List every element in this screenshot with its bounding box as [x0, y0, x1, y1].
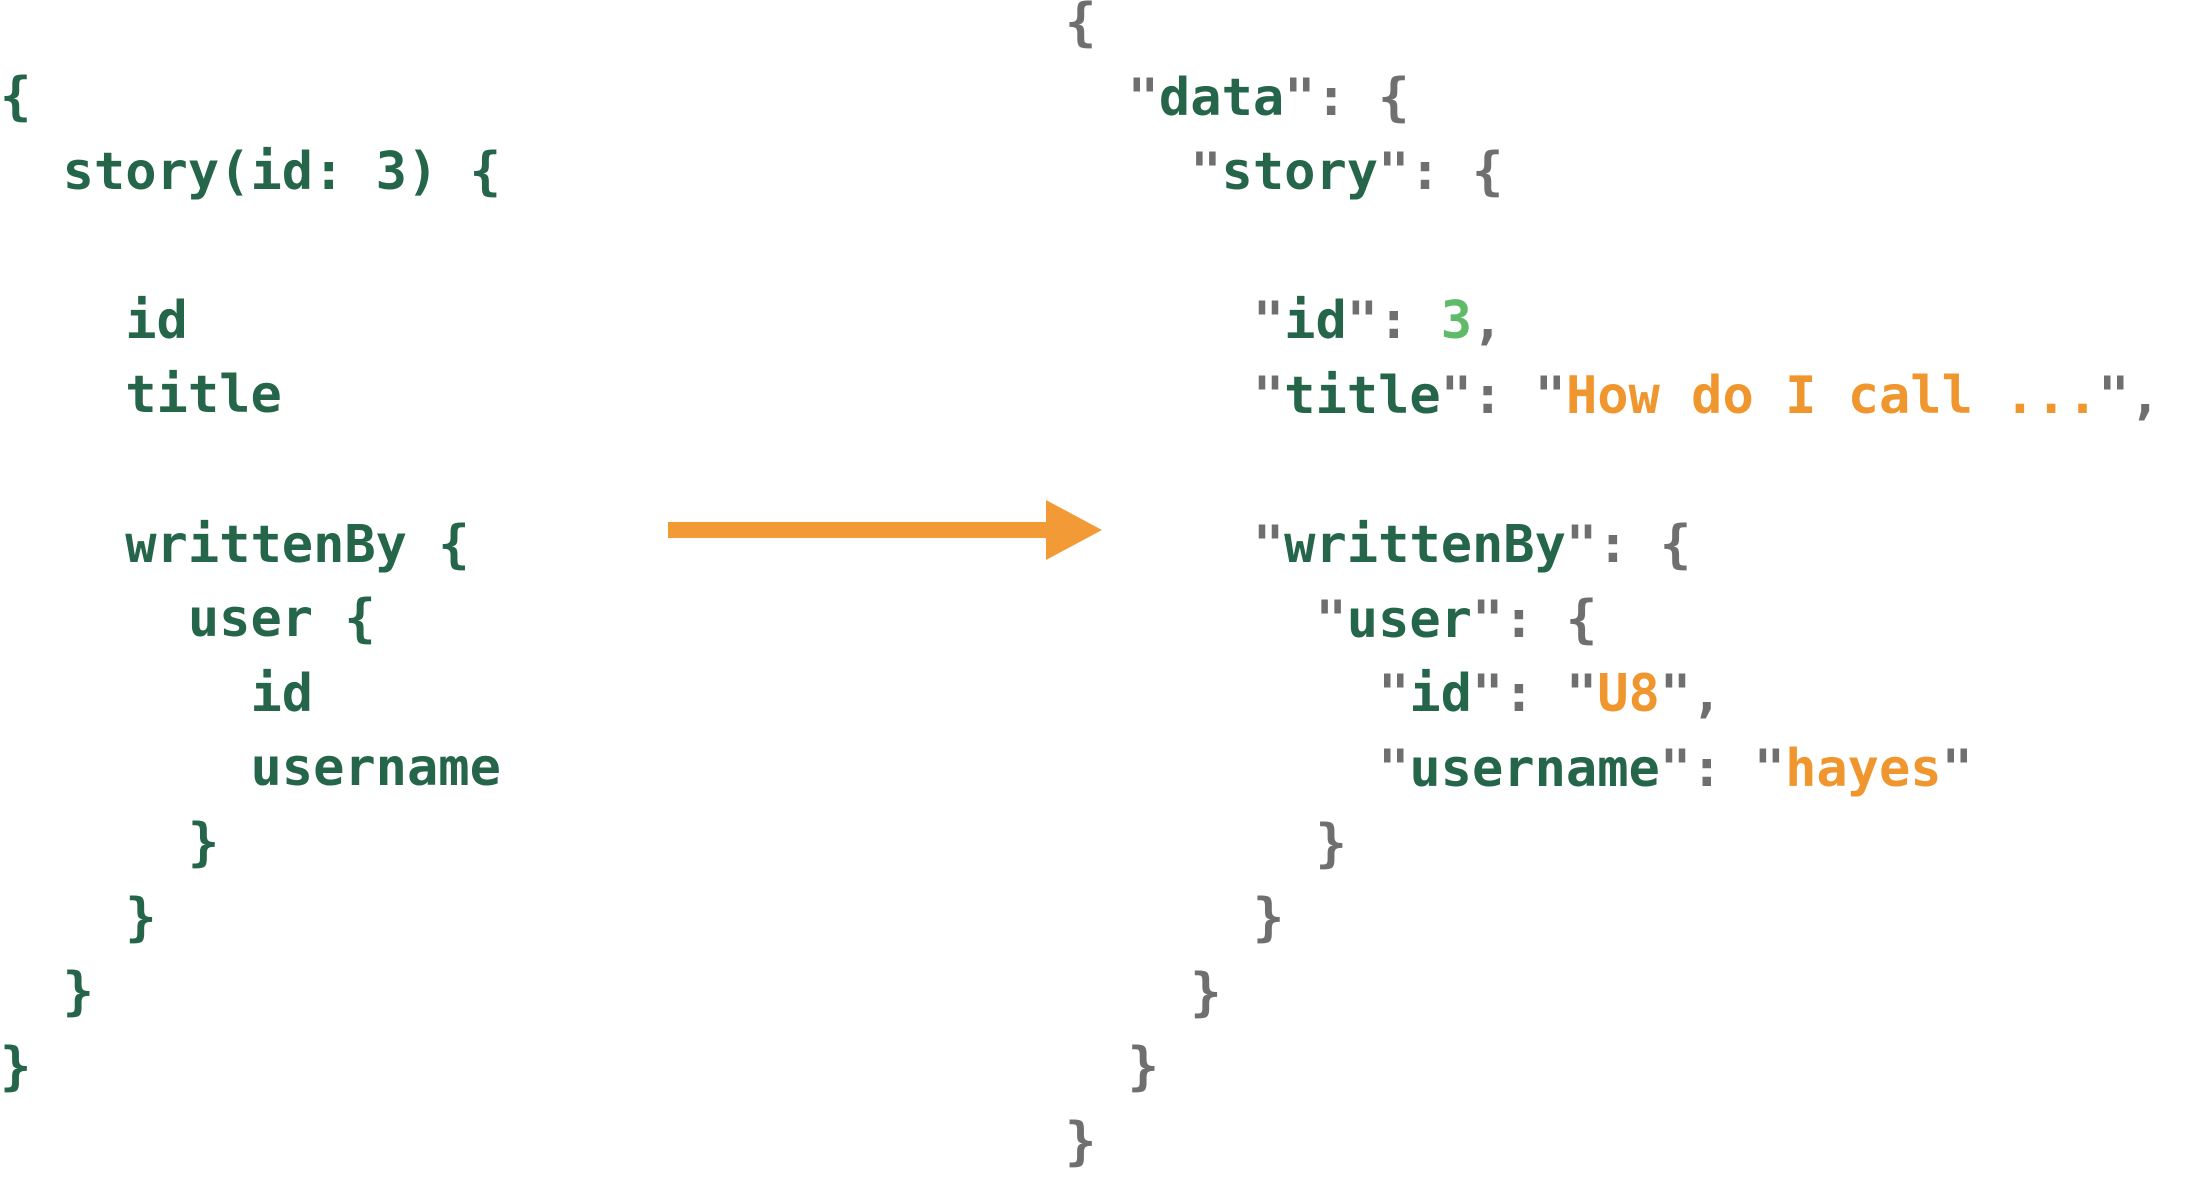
json-punct-token: } — [1065, 962, 1222, 1023]
response-line: "story": { — [1065, 135, 2161, 210]
json-punct-token: } — [1065, 1111, 1097, 1172]
arrow-head — [1046, 500, 1102, 560]
query-line — [0, 433, 501, 508]
query-line: writtenBy { — [0, 514, 470, 575]
json-key-token: id — [1409, 664, 1472, 725]
query-line: id — [0, 290, 188, 351]
json-punct-token: } — [1065, 1037, 1159, 1098]
query-line: { — [0, 67, 32, 127]
response-line: } — [1065, 807, 2161, 882]
query-line: title — [0, 365, 282, 426]
json-key-token: username — [1409, 738, 1660, 799]
graphql-query: { story(id: 3) { id title writtenBy { us… — [0, 60, 501, 1104]
json-key-token: story — [1221, 142, 1379, 203]
arrow-right-icon — [668, 500, 1102, 560]
response-line: } — [1065, 1030, 2161, 1105]
json-response: { "data": { "story": { "id": 3, "title":… — [1065, 0, 2161, 1180]
query-line: username — [0, 738, 501, 799]
json-punct-token: " — [1065, 589, 1347, 650]
response-line: "id": 3, — [1065, 284, 2161, 359]
query-line: story(id: 3) { — [0, 141, 501, 202]
json-punct-token: " — [1065, 142, 1222, 203]
json-key-token: title — [1284, 365, 1441, 426]
json-key-token: user — [1346, 589, 1472, 650]
json-punct-token: , — [1472, 291, 1504, 352]
json-punct-token: ", — [2098, 365, 2161, 426]
json-key-token: data — [1158, 67, 1285, 128]
query-line: } — [0, 887, 157, 948]
json-punct-token: ": — [1346, 291, 1441, 352]
response-line — [1065, 434, 2161, 509]
json-key-token: id — [1284, 291, 1347, 352]
json-num-token: 3 — [1440, 291, 1473, 352]
query-line: } — [0, 1036, 32, 1097]
response-line: "data": { — [1065, 61, 2161, 136]
json-punct-token: ": " — [1659, 738, 1786, 799]
query-line: user { — [0, 589, 376, 650]
response-line — [1065, 210, 2161, 285]
response-line: "title": "How do I call ...", — [1065, 359, 2161, 434]
json-key-token: writtenBy — [1284, 515, 1566, 576]
response-line: { — [1065, 0, 2161, 61]
json-punct-token: " — [1065, 291, 1285, 352]
json-punct-token: ": " — [1440, 365, 1566, 426]
json-punct-token: " — [1941, 738, 1973, 799]
response-line: } — [1065, 1105, 2161, 1180]
json-punct-token: " — [1065, 67, 1159, 128]
json-punct-token: " — [1065, 738, 1410, 799]
json-punct-token: ": { — [1565, 515, 1692, 576]
json-punct-token: " — [1065, 365, 1285, 426]
json-punct-token: ", — [1659, 664, 1723, 725]
response-line: } — [1065, 956, 2161, 1031]
response-line: "user": { — [1065, 583, 2161, 658]
json-str-token: U8 — [1597, 664, 1660, 725]
json-punct-token: { — [1065, 0, 1097, 53]
query-line: id — [0, 663, 314, 724]
response-line: "username": "hayes" — [1065, 732, 2161, 807]
json-punct-token: ": { — [1284, 67, 1410, 128]
json-punct-token: } — [1065, 888, 1285, 949]
json-punct-token: " — [1065, 664, 1410, 725]
query-line — [0, 209, 501, 284]
response-line: } — [1065, 881, 2161, 956]
query-line: } — [0, 962, 94, 1023]
response-line: "writtenBy": { — [1065, 508, 2161, 583]
query-line: } — [0, 812, 220, 873]
json-str-token: hayes — [1785, 738, 1942, 799]
response-line: "id": "U8", — [1065, 657, 2161, 732]
json-str-token: How do I call ... — [1565, 365, 2099, 426]
json-punct-token: ": { — [1472, 589, 1598, 650]
arrow-shaft — [668, 522, 1054, 538]
json-punct-token: } — [1065, 813, 1347, 874]
json-punct-token: " — [1065, 515, 1285, 576]
json-punct-token: ": { — [1378, 142, 1504, 203]
json-punct-token: ": " — [1472, 664, 1598, 725]
